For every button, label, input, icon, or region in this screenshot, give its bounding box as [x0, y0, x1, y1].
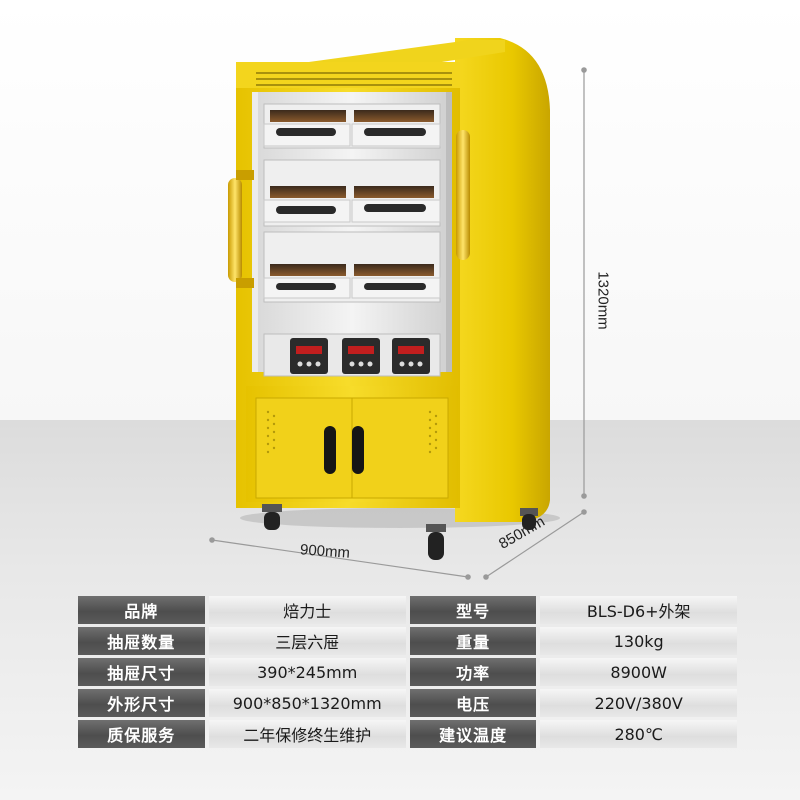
drawer-tier-2 [263, 159, 441, 227]
spec-value-voltage: 220V/380V [540, 689, 737, 717]
spec-value-brand: 焙力士 [208, 596, 406, 624]
caster-wheels [262, 504, 538, 560]
spec-label-temperature: 建议温度 [409, 720, 537, 748]
drawer-tier-1 [263, 103, 441, 149]
table-row: 抽屉数量 三层六屉 重量 130kg [78, 627, 737, 655]
spec-value-outer-size: 900*850*1320mm [208, 689, 406, 717]
spec-label-warranty: 质保服务 [78, 720, 205, 748]
spec-label-drawer-size: 抽屉尺寸 [78, 658, 205, 686]
spec-label-weight: 重量 [409, 627, 537, 655]
spec-value-drawer-count: 三层六屉 [208, 627, 406, 655]
spec-label-brand: 品牌 [78, 596, 205, 624]
oven-cabinet-illustration [209, 38, 587, 580]
spec-value-temperature: 280℃ [540, 720, 737, 748]
spec-label-model: 型号 [409, 596, 537, 624]
spec-value-drawer-size: 390*245mm [208, 658, 406, 686]
table-row: 外形尺寸 900*850*1320mm 电压 220V/380V [78, 689, 737, 717]
drawer-tier-3 [263, 231, 441, 303]
spec-label-drawer-count: 抽屉数量 [78, 627, 205, 655]
width-dimension-label: 900mm [299, 541, 351, 562]
spec-value-power: 8900W [540, 658, 737, 686]
spec-value-warranty: 二年保修终生维护 [208, 720, 406, 748]
table-row: 品牌 焙力士 型号 BLS-D6+外架 [78, 596, 737, 624]
spec-label-voltage: 电压 [409, 689, 537, 717]
table-row: 抽屉尺寸 390*245mm 功率 8900W [78, 658, 737, 686]
spec-value-weight: 130kg [540, 627, 737, 655]
spec-label-outer-size: 外形尺寸 [78, 689, 205, 717]
temperature-controllers [290, 338, 430, 374]
spec-label-power: 功率 [409, 658, 537, 686]
spec-value-model: BLS-D6+外架 [540, 596, 737, 624]
table-row: 质保服务 二年保修终生维护 建议温度 280℃ [78, 720, 737, 748]
height-dimension-label: 1320mm [594, 271, 612, 330]
spec-table: 品牌 焙力士 型号 BLS-D6+外架 抽屉数量 三层六屉 重量 130kg 抽… [74, 593, 741, 751]
